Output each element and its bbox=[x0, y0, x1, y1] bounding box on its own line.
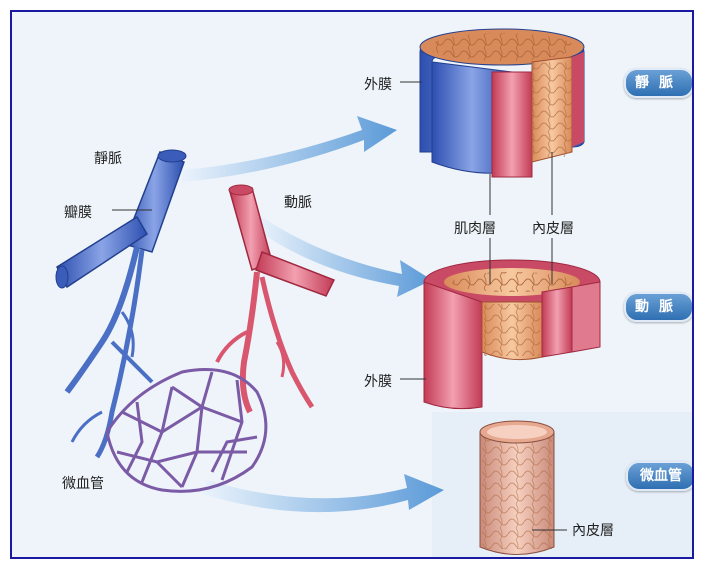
label-endothelium-bottom: 內皮層 bbox=[572, 520, 614, 540]
blood-vessel-diagram bbox=[12, 12, 694, 559]
label-endothelium-top: 內皮層 bbox=[532, 218, 574, 238]
label-artery: 動脈 bbox=[284, 192, 312, 212]
badge-vein: 靜脈 bbox=[624, 68, 694, 98]
label-capillary: 微血管 bbox=[62, 473, 104, 493]
label-muscle-layer: 肌肉層 bbox=[454, 218, 496, 238]
label-adventitia-top: 外膜 bbox=[364, 74, 392, 94]
badge-artery: 動脈 bbox=[624, 292, 694, 322]
label-valve: 瓣膜 bbox=[64, 202, 92, 222]
vein-cross-section bbox=[420, 29, 584, 177]
diagram-frame: 靜脈 瓣膜 動脈 微血管 外膜 肌肉層 內皮層 外膜 內皮層 靜脈 動脈 微血管 bbox=[10, 10, 694, 559]
label-vein: 靜脈 bbox=[94, 148, 122, 168]
badge-capillary: 微血管 bbox=[626, 461, 694, 491]
capillary-cross-section bbox=[480, 421, 554, 555]
label-adventitia-mid: 外膜 bbox=[364, 371, 392, 391]
